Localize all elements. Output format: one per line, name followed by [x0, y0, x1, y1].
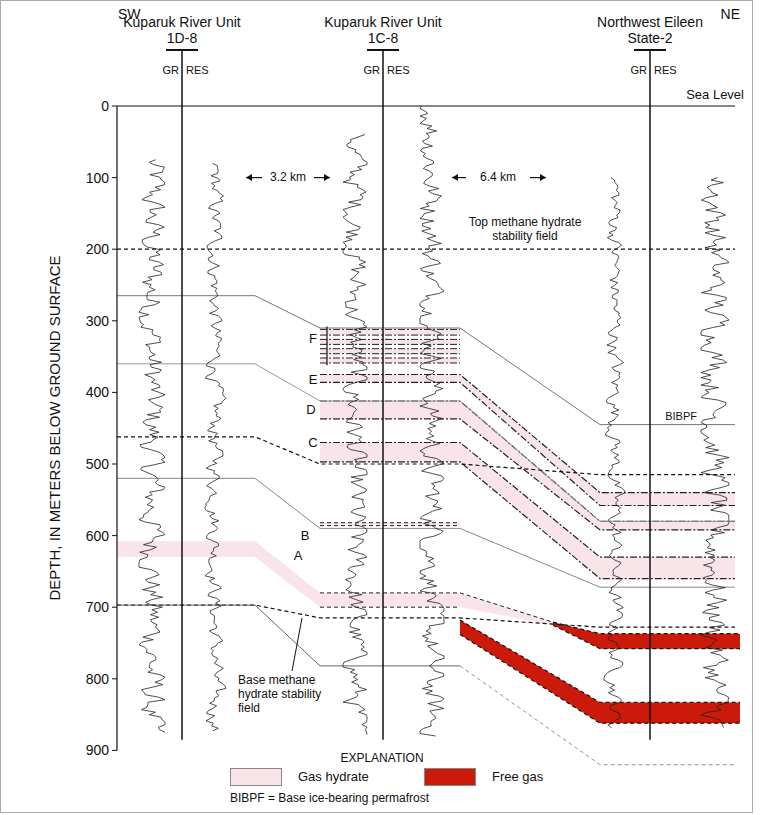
leader-line — [292, 618, 302, 671]
zone-letter: A — [293, 548, 304, 563]
well-name: 1C-8 — [368, 30, 398, 46]
distance-label: 3.2 km — [270, 171, 306, 185]
well-log — [139, 160, 165, 733]
horizon-label: BIBPF — [664, 410, 698, 423]
arrow-head — [324, 174, 330, 181]
zone-letter: C — [307, 435, 318, 450]
axis-tick — [112, 535, 117, 536]
axis-tick — [112, 177, 117, 178]
legend-title: EXPLANATION — [340, 752, 423, 766]
hydrate-band-edge — [320, 363, 460, 364]
axis-tick — [112, 750, 117, 751]
well-log — [343, 135, 367, 735]
legend-text: Gas hydrate — [298, 770, 369, 785]
hydrate-band — [320, 339, 460, 344]
axis-tick — [112, 249, 117, 250]
arrow-head — [246, 174, 252, 181]
distance-label: 6.4 km — [480, 171, 516, 185]
hydrate-band-edge — [320, 344, 460, 345]
zone-letter: B — [300, 528, 311, 543]
hydrate-band — [117, 541, 560, 626]
axis-tick — [112, 607, 117, 608]
axis-tick — [112, 464, 117, 465]
legend-text: Free gas — [492, 770, 543, 785]
hydrate-edge — [320, 607, 460, 608]
log-name: GR — [364, 64, 381, 77]
log-name: RES — [387, 64, 410, 77]
hydrate-band — [320, 349, 460, 354]
axis-tick — [112, 320, 117, 321]
zone-letter: E — [308, 372, 319, 387]
log-name: RES — [186, 64, 209, 77]
top-hydrate-line — [117, 249, 735, 250]
well-log — [701, 178, 729, 728]
arrow-head — [540, 174, 546, 181]
correlation-line — [460, 666, 735, 765]
sea-level-line — [117, 105, 735, 106]
well-bore — [181, 50, 183, 740]
well-bore — [649, 50, 651, 740]
log-name: GR — [631, 64, 648, 77]
hydrate-band-edge — [320, 329, 460, 330]
zone-label: Base methane hydrate stability field — [238, 674, 338, 715]
legend-swatch — [424, 768, 476, 786]
axis-tick-label: 500 — [86, 456, 109, 472]
log-name: GR — [163, 64, 180, 77]
axis-tick-label: 0 — [101, 98, 109, 114]
axis-tick-label: 300 — [86, 313, 109, 329]
log-name: RES — [654, 64, 677, 77]
axis-tick-label: 100 — [86, 170, 109, 186]
free-gas-band — [460, 620, 740, 723]
zone-letter: D — [305, 402, 316, 417]
well-name: State-2 — [627, 30, 672, 46]
correlation-line — [117, 605, 460, 666]
well-name: Kuparuk River Unit — [123, 14, 241, 30]
hydrate-band-edge — [320, 348, 460, 349]
axis-tick — [112, 678, 117, 679]
axis-tick — [112, 106, 117, 107]
zone-label: Top methane hydrate stability field — [455, 216, 595, 244]
hydrate-band-edge — [320, 522, 460, 523]
well-log — [205, 163, 226, 731]
legend-swatch — [230, 768, 282, 786]
hydrate-band-edge — [320, 353, 460, 354]
hydrate-band — [320, 523, 460, 526]
axis-title: DEPTH, IN METERS BELOW GROUND SURFACE — [46, 255, 63, 600]
well-name: 1D-8 — [167, 30, 197, 46]
zone-letter: F — [308, 331, 318, 346]
axis-tick-label: 800 — [86, 671, 109, 687]
frame — [1, 1, 753, 813]
bracket — [326, 327, 327, 366]
axis-tick-label: 400 — [86, 384, 109, 400]
abbreviation-note: BIBPF = Base ice-bearing permafrost — [230, 792, 429, 806]
depth-axis — [116, 106, 117, 750]
well-log — [420, 106, 444, 736]
well-name: Kuparuk River Unit — [324, 14, 442, 30]
axis-tick-label: 900 — [86, 742, 109, 758]
axis-tick-label: 600 — [86, 528, 109, 544]
base-hydrate-line — [117, 605, 735, 627]
well-log — [604, 178, 625, 728]
hydrate-band-edge — [320, 525, 460, 526]
arrow-head — [452, 174, 458, 181]
well-name: Northwest Eileen — [597, 14, 703, 30]
axis-tick-label: 700 — [86, 599, 109, 615]
axis-tick — [112, 392, 117, 393]
hydrate-band-edge — [320, 339, 460, 340]
datum-label: Sea Level — [686, 88, 744, 103]
direction-label: NE — [721, 6, 740, 22]
well-bore — [382, 50, 384, 740]
axis-tick-label: 200 — [86, 241, 109, 257]
hydrate-edge — [320, 593, 560, 625]
